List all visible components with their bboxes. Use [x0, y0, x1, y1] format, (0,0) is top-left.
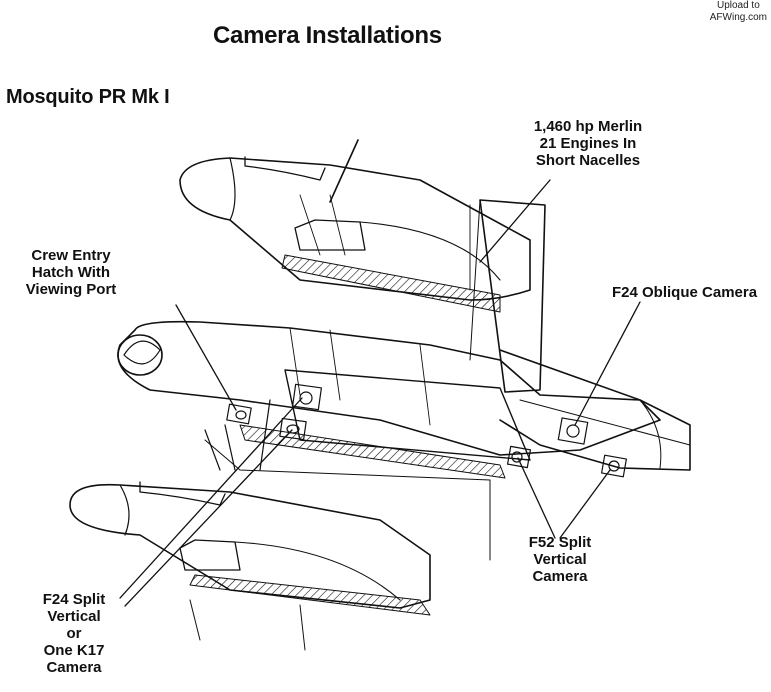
callout-engines-line: 21 Engines In [539, 135, 637, 152]
watermark-line-1: Upload to [716, 0, 760, 11]
callout-f24-line: Vertical [47, 608, 101, 625]
callout-engines-line: 1,460 hp Merlin [533, 118, 643, 135]
callout-f24-line: F24 Split [42, 591, 106, 608]
callout-f24-line: One K17 [43, 642, 105, 659]
page-title: Camera Installations [213, 22, 442, 49]
callout-engines: 1,460 hp Merlin 21 Engines In Short Nace… [518, 118, 658, 169]
callout-crew-line: Viewing Port [25, 281, 117, 298]
fuselage [117, 320, 661, 456]
callout-crew-line: Hatch With [31, 264, 111, 281]
callout-f52-camera: F52 Split Vertical Camera [520, 534, 600, 585]
watermark-line-2: AFWing.com [709, 12, 767, 23]
callout-f24-split: F24 Split Vertical or One K17 Camera [24, 591, 124, 676]
camera-ports [226, 383, 627, 478]
outer-wing [499, 349, 691, 471]
callout-f24-line: Camera [46, 659, 102, 676]
callout-engines-line: Short Nacelles [535, 152, 641, 169]
callout-f52-line: F52 Split [528, 534, 592, 551]
callout-f52-line: Vertical [533, 551, 587, 568]
callout-f52-line: Camera [532, 568, 588, 585]
lower-nacelle [69, 483, 431, 609]
callout-f24-line: or [66, 625, 82, 642]
leader-lines [119, 179, 641, 607]
callout-crew-hatch: Crew Entry Hatch With Viewing Port [14, 247, 128, 298]
callout-oblique-line: F24 Oblique Camera [612, 284, 758, 301]
radio-mast [329, 139, 359, 203]
watermark: Upload to AFWing.com [710, 0, 767, 24]
aircraft-subtitle: Mosquito PR Mk I [6, 86, 170, 108]
upper-nacelle [179, 157, 531, 301]
callout-crew-line: Crew Entry [31, 247, 111, 264]
callout-oblique-camera: F24 Oblique Camera [612, 284, 771, 301]
nose-glazing [117, 334, 163, 376]
